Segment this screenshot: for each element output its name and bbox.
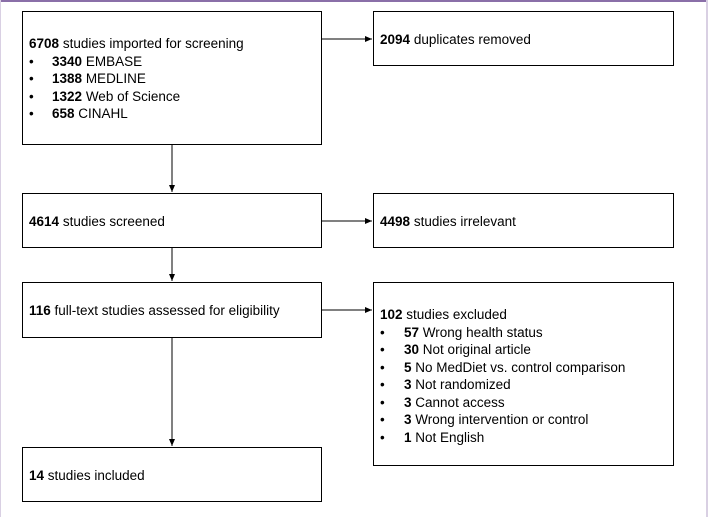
- reason-text: Wrong health status: [422, 324, 543, 340]
- reason-text: Not original article: [422, 342, 531, 357]
- included-box: 14 studies included: [22, 447, 322, 502]
- imported-count: 6708: [29, 36, 60, 51]
- excluded-heading: 102 studies excluded: [380, 306, 673, 324]
- exclusion-reason: • 3 Cannot access: [380, 394, 673, 412]
- exclusion-reason: • 5 No MedDiet vs. control comparison: [380, 359, 673, 377]
- duplicates-box: 2094 duplicates removed: [373, 11, 674, 66]
- reason-count: 3: [404, 377, 412, 392]
- source-item: • 658 CINAHL: [29, 105, 321, 123]
- bullet-dot: •: [29, 106, 34, 121]
- window-left-border: [0, 0, 1, 517]
- exclusion-reason: • 30 Not original article: [380, 341, 673, 359]
- bullet-dot: •: [29, 53, 34, 69]
- excluded-box: 102 studies excluded • 57 Wrong health st…: [373, 282, 674, 466]
- exclusion-reason: • 1 Not English: [380, 429, 673, 447]
- bullet-dot: •: [380, 324, 385, 340]
- source-name: Web of Science: [85, 88, 181, 104]
- screened-box: 4614 studies screened: [22, 193, 322, 248]
- bullet-dot: •: [380, 377, 385, 392]
- imported-heading: 6708 studies imported for screening: [29, 35, 321, 53]
- excluded-text: studies excluded: [406, 307, 507, 322]
- imported-box: 6708 studies imported for screening • 334…: [22, 11, 322, 145]
- duplicates-count: 2094: [380, 32, 411, 47]
- reason-text: No MedDiet vs. control comparison: [415, 359, 626, 375]
- fulltext-text: full-text studies assessed for eligibili…: [54, 303, 280, 318]
- source-item: • 3340 EMBASE: [29, 53, 321, 71]
- source-count: 1388: [52, 71, 83, 86]
- bullet-dot: •: [29, 71, 34, 86]
- fulltext-box: 116 full-text studies assessed for eligi…: [22, 282, 322, 338]
- exclusion-reason: • 3 Not randomized: [380, 376, 673, 394]
- bullet-dot: •: [380, 359, 385, 375]
- bullet-dot: •: [380, 342, 385, 357]
- screened-text: studies screened: [62, 214, 165, 229]
- reason-count: 3: [404, 394, 412, 410]
- reason-count: 5: [404, 359, 412, 375]
- source-count: 658: [52, 106, 75, 121]
- exclusion-reason: • 57 Wrong health status: [380, 324, 673, 342]
- irrelevant-text: studies irrelevant: [413, 214, 516, 229]
- source-count: 1322: [52, 88, 83, 104]
- irrelevant-count: 4498: [380, 214, 411, 229]
- source-name: EMBASE: [85, 53, 143, 69]
- reason-count: 30: [404, 342, 420, 357]
- included-text: studies included: [47, 468, 145, 483]
- duplicates-text: duplicates removed: [413, 32, 531, 47]
- excluded-count: 102: [380, 307, 403, 322]
- bullet-dot: •: [380, 394, 385, 410]
- bullet-dot: •: [380, 412, 385, 427]
- reason-count: 57: [404, 324, 420, 340]
- included-count: 14: [29, 468, 45, 483]
- reason-text: Not randomized: [415, 377, 511, 392]
- window-top-border: [0, 0, 708, 2]
- reason-text: Cannot access: [415, 394, 505, 410]
- bullet-dot: •: [29, 88, 34, 104]
- reason-count: 3: [404, 412, 412, 427]
- fulltext-count: 116: [29, 303, 51, 318]
- source-name: MEDLINE: [85, 71, 146, 86]
- reason-count: 1: [404, 429, 412, 445]
- imported-text: studies imported for screening: [62, 36, 244, 51]
- reason-text: Not English: [415, 429, 485, 445]
- source-list: • 3340 EMBASE • 1388 MEDLINE • 1322 Web of …: [29, 53, 321, 123]
- source-item: • 1322 Web of Science: [29, 88, 321, 106]
- source-count: 3340: [52, 53, 83, 69]
- exclusion-reason-list: • 57 Wrong health status • 30 Not original…: [380, 324, 673, 447]
- source-name: CINAHL: [78, 106, 128, 121]
- bullet-dot: •: [380, 429, 385, 445]
- exclusion-reason: • 3 Wrong intervention or control: [380, 411, 673, 429]
- reason-text: Wrong intervention or control: [415, 412, 589, 427]
- irrelevant-box: 4498 studies irrelevant: [373, 193, 674, 248]
- window-right-border: [706, 0, 708, 517]
- source-item: • 1388 MEDLINE: [29, 70, 321, 88]
- screened-count: 4614: [29, 214, 60, 229]
